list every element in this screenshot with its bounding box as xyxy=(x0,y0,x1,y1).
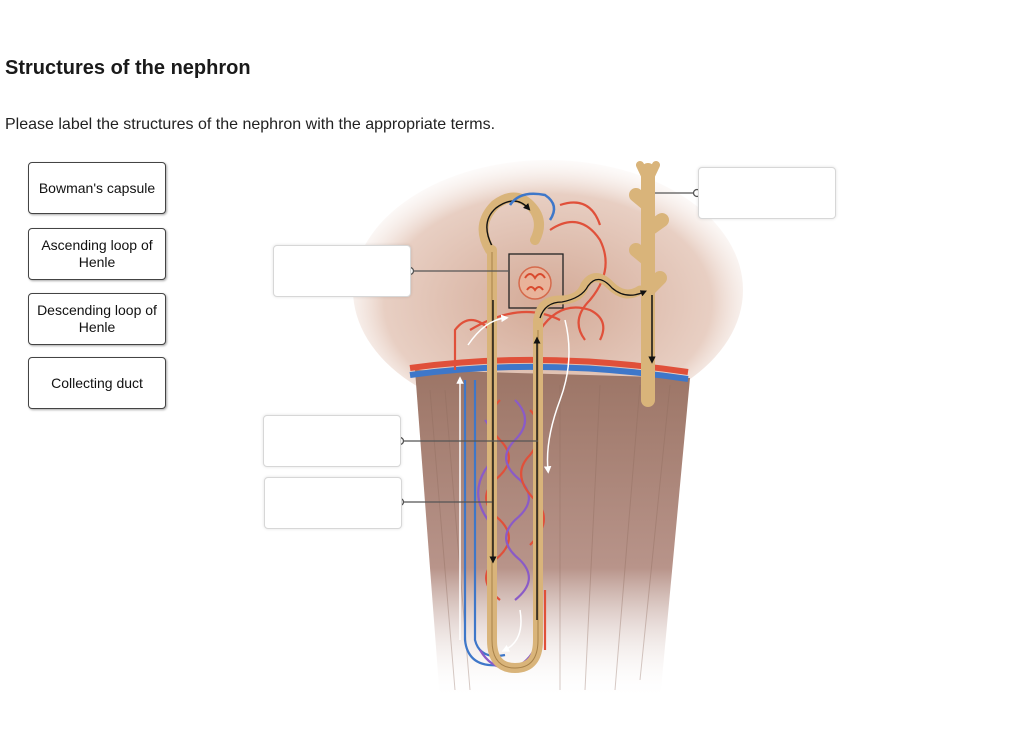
page-title: Structures of the nephron xyxy=(5,57,251,79)
drop-zone-upper-left[interactable] xyxy=(273,245,411,297)
proximal-tubule xyxy=(478,192,544,255)
distal-tubule xyxy=(533,273,645,325)
drop-zone-middle-left[interactable] xyxy=(263,415,401,467)
drop-zone-lower-left[interactable] xyxy=(264,477,402,529)
collecting-duct xyxy=(629,163,669,407)
drop-zone-top-right[interactable] xyxy=(698,167,836,219)
glomerulus-box xyxy=(508,253,564,309)
instructions-text: Please label the structures of the nephr… xyxy=(5,116,496,133)
medulla-striations xyxy=(429,384,671,691)
glomerulus xyxy=(518,266,552,300)
term-ascending-loop[interactable]: Ascending loop of Henle xyxy=(28,228,166,280)
term-descending-loop[interactable]: Descending loop of Henle xyxy=(28,293,166,345)
term-collecting-duct[interactable]: Collecting duct xyxy=(28,357,166,409)
medulla-tissue xyxy=(415,370,690,700)
term-bowmans-capsule[interactable]: Bowman's capsule xyxy=(28,162,166,214)
